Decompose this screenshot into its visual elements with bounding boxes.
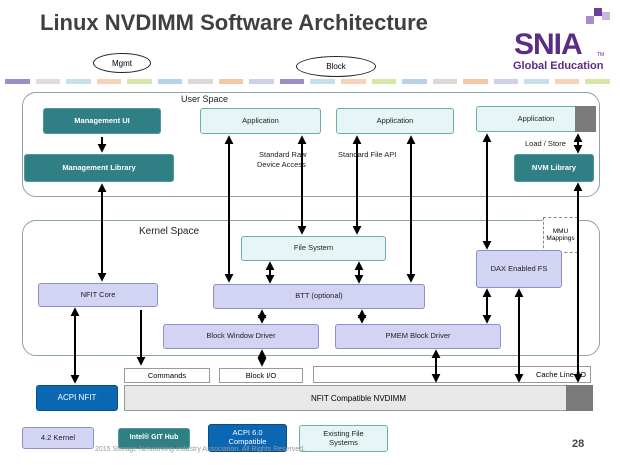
dax-fs-label: DAX Enabled FS [490,263,548,273]
file-system-label: File System [293,243,334,253]
nvdimm-accent [566,385,593,411]
legend-existing-fs-label-1: Existing File [323,428,364,438]
legend-kernel-42-label: 4.2 Kernel [40,432,76,442]
mgmt-oval: Mgmt [93,53,151,73]
mmu-label: MMU [552,228,569,235]
stripe-segment [524,79,549,84]
application-box-2: Application [336,108,454,134]
legend-acpi-60: ACPI 6.0 Compatible [208,424,287,452]
management-library-label: Management Library [62,162,136,172]
page-number: 28 [572,438,585,450]
application-box-1: Application [200,108,321,134]
pmem-block-driver-box: PMEM Block Driver [335,324,501,349]
stripe-segment [279,79,305,84]
stripe-segment [157,79,183,84]
legend-existing-fs: Existing File Systems [299,425,388,452]
block-oval-label: Block [326,62,346,71]
file-system-box: File System [241,236,386,261]
commands-label: Commands [147,371,187,380]
block-io-label: Block I/O [245,371,277,380]
kernel-space-label: Kernel Space [139,226,200,237]
dax-fs-box: DAX Enabled FS [476,250,562,288]
application-3-accent [575,106,596,132]
stripe-segment [432,79,458,84]
stripe-segment [554,79,580,84]
stripe-segment [341,79,366,84]
logo-square-2 [602,12,610,20]
legend-existing-fs-label-2: Systems [329,437,358,447]
snia-logo-tm: TM [597,52,605,58]
management-ui-label: Management UI [74,115,130,125]
application-2-label: Application [376,115,414,125]
stripe-segment [310,79,336,84]
stripe-segment [35,79,61,84]
logo-square-3 [586,16,594,24]
nfit-core-box: NFIT Core [38,283,158,307]
snia-logo-subtitle: Global Education [513,60,604,72]
standard-raw-label-2: Device Access [257,160,306,169]
stripe-segment [463,79,488,84]
nvm-library-label: NVM Library [531,162,577,172]
block-io-box: Block I/O [219,368,303,383]
acpi-nfit-label: ACPI NFIT [57,393,97,403]
nfit-core-label: NFIT Core [80,289,116,299]
user-space-label: User Space [181,94,229,104]
mgmt-oval-label: Mgmt [112,58,132,68]
standard-file-api-label: Standard File API [338,150,397,159]
legend-acpi-60-label-2: Compatible [228,437,267,446]
stripe-segment [402,79,427,84]
legend-kernel-42: 4.2 Kernel [22,427,94,449]
legend-intel-git-hub: Intel® GIT Hub [118,428,190,449]
legend-acpi-60-label-1: ACPI 6.0 [232,428,263,438]
block-oval: Block [296,56,376,77]
stripe-segment [218,79,244,84]
mmu-mappings-box: MMU Mappings [543,217,578,253]
acpi-nfit-box: ACPI NFIT [36,385,118,411]
snia-logo: SNIA [514,28,583,61]
stripe-segment [188,79,213,84]
btt-label: BTT (optional) [295,291,343,301]
nvdimm-label: NFIT Compatible NVDIMM [311,393,406,403]
mmu-mappings-label: Mappings [546,235,575,242]
application-1-label: Application [242,115,279,125]
page-title: Linux NVDIMM Software Architecture [40,10,428,35]
management-ui-box: Management UI [43,108,161,134]
management-library-box: Management Library [24,154,174,182]
stripe-segment [585,79,610,84]
nvdimm-bar: NFIT Compatible NVDIMM [124,385,593,411]
block-window-driver-box: Block Window Driver [163,324,319,349]
legend-intel-git-label: Intel® GIT Hub [129,434,179,442]
nvm-library-box: NVM Library [514,154,594,182]
color-stripe [5,79,610,84]
btt-box: BTT (optional) [213,284,425,309]
stripe-segment [66,79,91,84]
footer-copyright: 2015 Storage Networking Industry Associa… [95,446,306,453]
stripe-segment [5,79,30,84]
stripe-segment [249,79,274,84]
standard-raw-label-1: Standard Raw [259,150,307,159]
commands-box: Commands [124,368,210,383]
block-window-driver-label: Block Window Driver [206,331,276,341]
stripe-segment [96,79,122,84]
cache-line-io-label: Cache Line I/O [535,370,586,379]
load-store-label: Load / Store [525,139,566,148]
logo-square-1 [594,8,602,16]
stripe-segment [493,79,519,84]
stripe-segment [371,79,397,84]
application-3-label: Application [517,113,555,123]
pmem-block-driver-label: PMEM Block Driver [385,331,451,341]
stripe-segment [127,79,152,84]
